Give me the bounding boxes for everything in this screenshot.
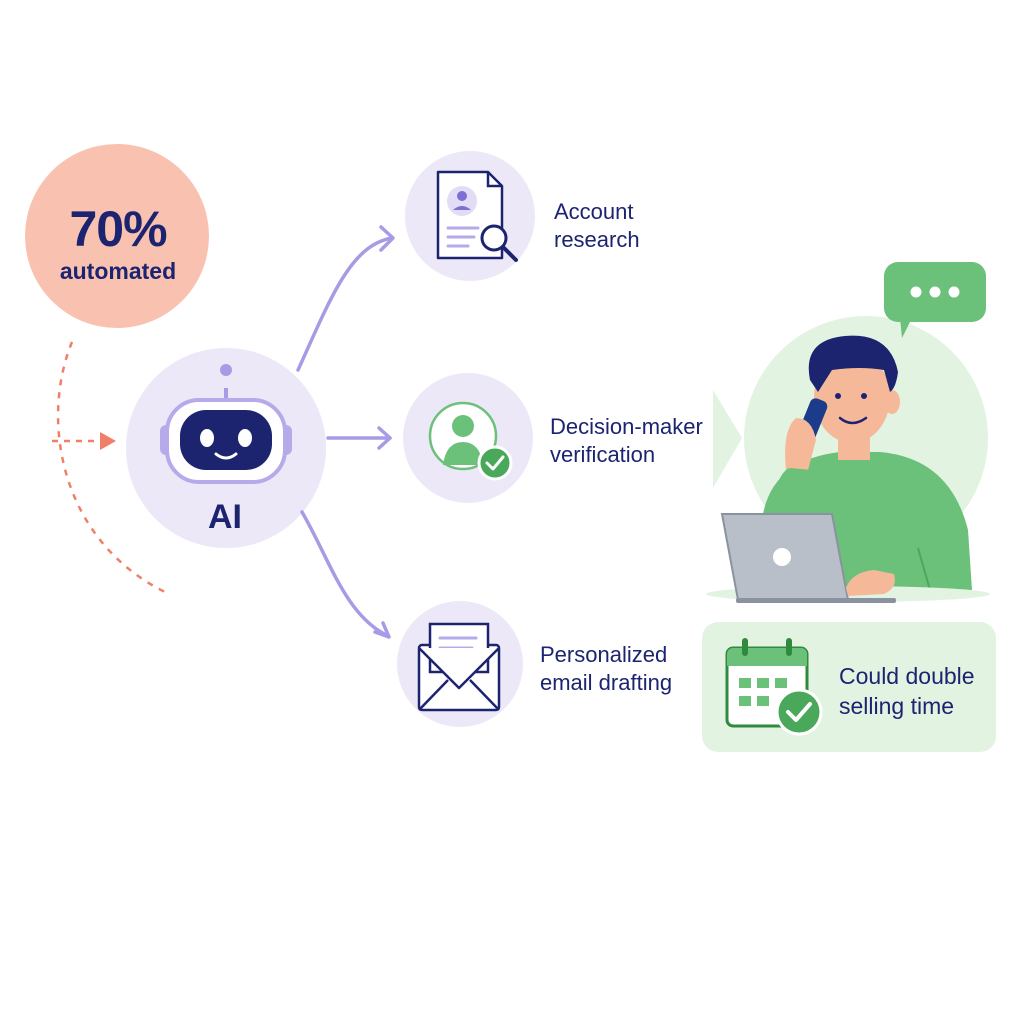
ai-label: AI bbox=[208, 498, 242, 536]
step-label-line: Personalized bbox=[540, 642, 668, 667]
green-pointer-triangle bbox=[713, 390, 742, 488]
step-label-line: email drafting bbox=[540, 670, 673, 695]
benefit-label-line: Could double bbox=[839, 663, 975, 689]
chat-bubble-icon bbox=[884, 262, 986, 338]
step-label-line: Decision-maker bbox=[550, 414, 703, 439]
document-search-icon bbox=[436, 170, 518, 262]
connector-account-research bbox=[296, 225, 395, 372]
calendar-check-icon bbox=[725, 638, 823, 736]
step-account-research-label: Account research bbox=[554, 198, 640, 254]
step-email-drafting-label: Personalized email drafting bbox=[540, 641, 672, 697]
step-label-line: Account bbox=[554, 199, 634, 224]
envelope-icon bbox=[417, 622, 501, 712]
benefit-label-line: selling time bbox=[839, 693, 955, 719]
automation-stat-circle bbox=[25, 144, 209, 328]
step-decision-maker-label: Decision-maker verification bbox=[550, 413, 703, 469]
automation-label: automated bbox=[59, 258, 177, 284]
user-verified-icon bbox=[428, 401, 513, 481]
dashed-pointer-arrowhead bbox=[100, 432, 116, 450]
laptop-icon bbox=[706, 513, 990, 603]
step-label-line: research bbox=[554, 227, 640, 252]
robot-icon bbox=[160, 364, 292, 484]
dashed-arc-connector bbox=[56, 341, 166, 594]
connector-decision-maker bbox=[326, 426, 392, 450]
benefit-label: Could double selling time bbox=[839, 661, 975, 721]
connector-email-drafting bbox=[300, 510, 391, 639]
step-label-line: verification bbox=[550, 442, 656, 467]
automation-percentage: 70% bbox=[69, 201, 167, 257]
